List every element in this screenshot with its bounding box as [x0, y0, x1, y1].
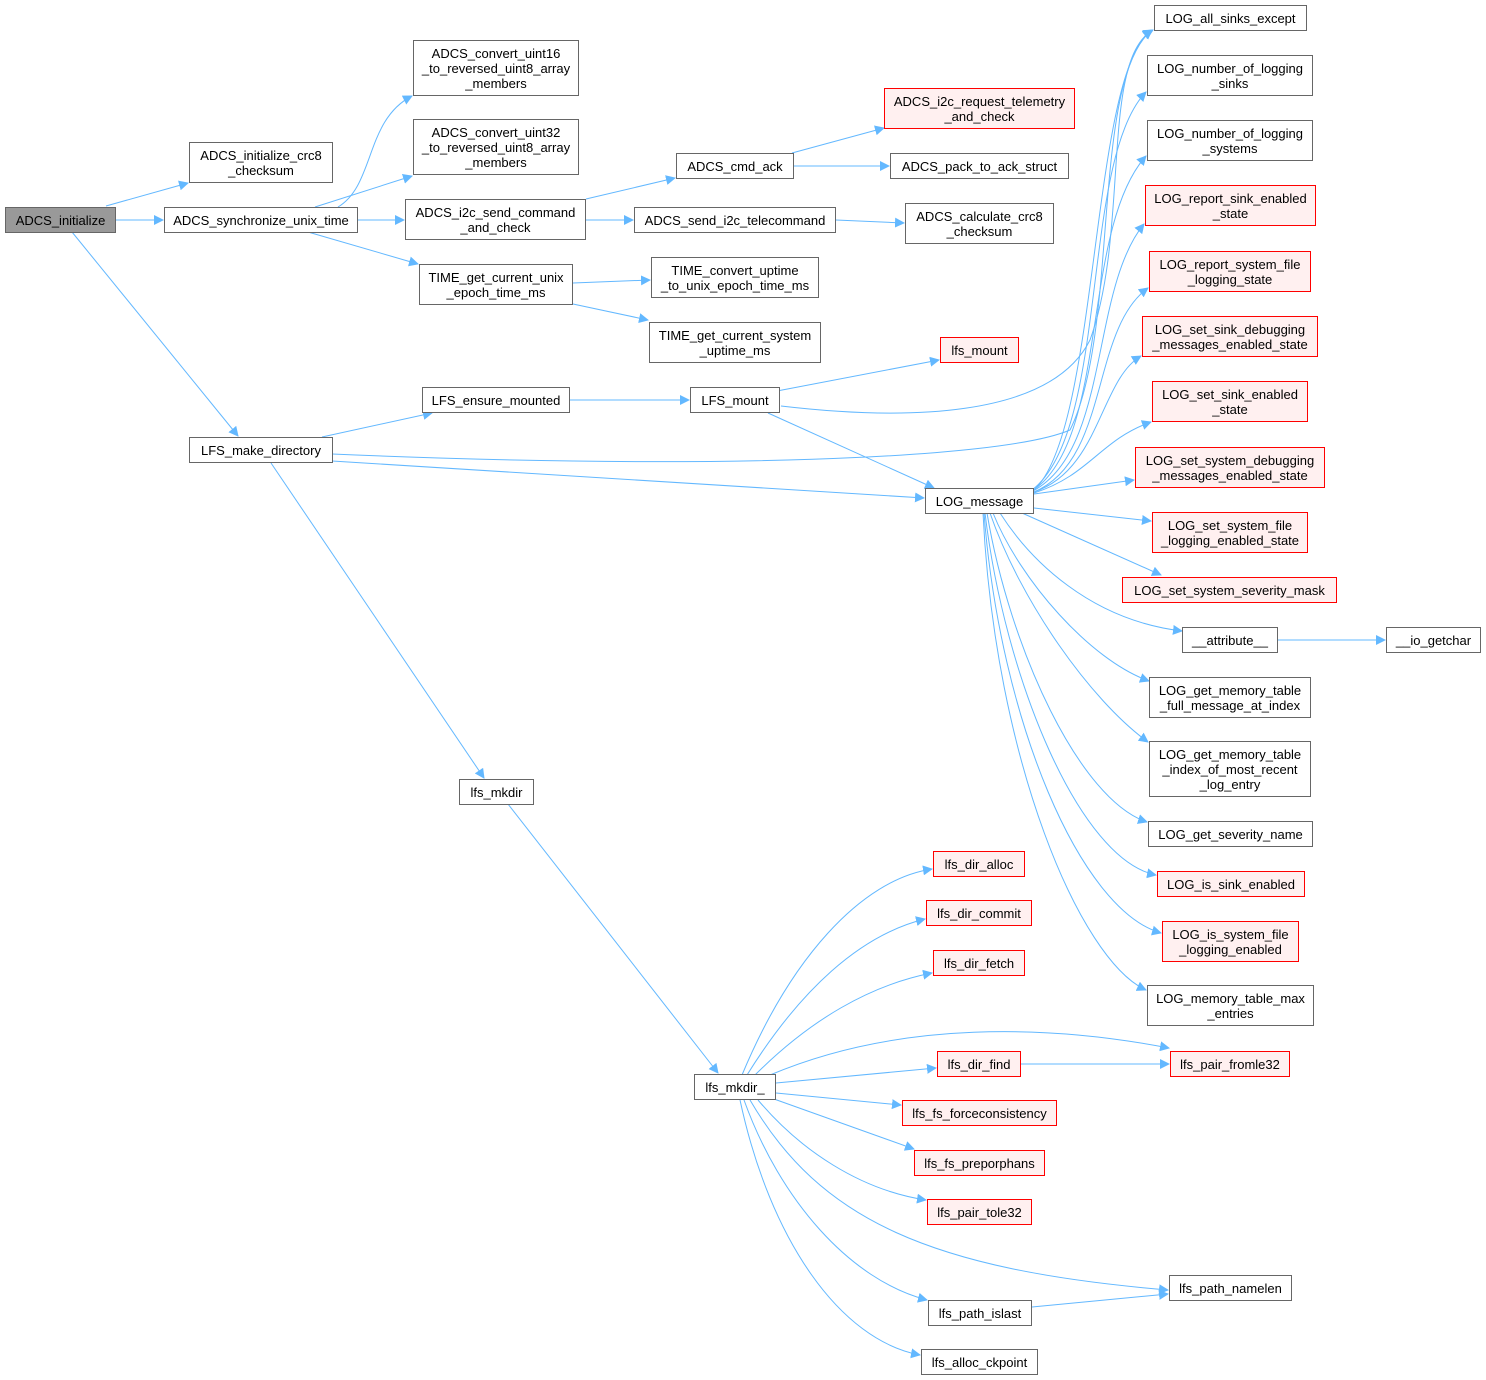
edge-log-setsinkenabled [1033, 420, 1152, 494]
node-adcs-calculate-crc8-checksum[interactable]: ADCS_calculate_crc8 _checksum [905, 203, 1054, 244]
node-lfs-mount-upper[interactable]: LFS_mount [690, 387, 780, 413]
node-lfs-path-namelen[interactable]: lfs_path_namelen [1169, 1275, 1292, 1301]
edge-mkdir-logmessage [331, 460, 925, 503]
edge-sendtele-crc8calc [835, 217, 905, 228]
node-log-get-memory-table-index[interactable]: LOG_get_memory_table _index_of_most_rece… [1149, 741, 1311, 797]
edge-log-attribute [999, 512, 1183, 635]
edge-mkdir_-dirfind [775, 1063, 937, 1084]
edge-sync-uint16 [337, 95, 413, 208]
node-lfs-fs-forceconsistency[interactable]: lfs_fs_forceconsistency [902, 1100, 1057, 1126]
node-io-getchar[interactable]: __io_getchar [1386, 627, 1481, 653]
node-log-is-sink-enabled[interactable]: LOG_is_sink_enabled [1157, 871, 1305, 897]
edge-mkdir_-dirfetch [754, 969, 933, 1076]
node-log-is-system-file-logging-enabled[interactable]: LOG_is_system_file _logging_enabled [1162, 921, 1299, 962]
edge-mkdir_-allocckpoint [739, 1099, 921, 1359]
edge-mkdir_-diralloc [741, 865, 933, 1076]
node-adcs-initialize-crc8-checksum[interactable]: ADCS_initialize_crc8 _checksum [189, 142, 333, 183]
edge-mkdir-ensure [321, 410, 433, 438]
node-log-memory-table-max-entries[interactable]: LOG_memory_table_max _entries [1147, 985, 1314, 1026]
node-log-number-of-logging-sinks[interactable]: LOG_number_of_logging _sinks [1147, 55, 1313, 96]
node-lfs-dir-commit[interactable]: lfs_dir_commit [926, 900, 1032, 926]
edge-log-nsinks [1031, 91, 1147, 491]
node-time-get-current-unix[interactable]: TIME_get_current_unix _epoch_time_ms [419, 264, 573, 305]
node-adcs-cmd-ack[interactable]: ADCS_cmd_ack [676, 153, 794, 179]
node-time-get-current-system[interactable]: TIME_get_current_system _uptime_ms [649, 322, 821, 363]
node-lfs-mount[interactable]: lfs_mount [940, 337, 1019, 363]
node-log-set-sink-enabled-state[interactable]: LOG_set_sink_enabled _state [1152, 381, 1308, 422]
edge-lfsmount-allsinks [780, 29, 1154, 414]
edge-pathislast-pathnamelen [1031, 1289, 1169, 1308]
edge-sync-uint32 [314, 173, 413, 208]
node-adcs-pack-to-ack-struct[interactable]: ADCS_pack_to_ack_struct [890, 153, 1069, 179]
edge-sync-timeunix [307, 231, 419, 267]
edge-mkdir_-fromle32 [769, 1031, 1170, 1076]
edge-lfsmount-mount [776, 356, 940, 392]
node-log-number-of-logging-systems[interactable]: LOG_number_of_logging _systems [1147, 120, 1313, 161]
edge-timeunix-system [572, 303, 649, 324]
edge-cmdack-telemetry [791, 125, 885, 154]
node-log-set-system-debugging[interactable]: LOG_set_system_debugging _messages_enabl… [1135, 447, 1325, 488]
edge-log-memoryindex [989, 512, 1149, 743]
node-adcs-initialize: ADCS_initialize [5, 207, 116, 233]
edge-mkdir_-pathnamelen [749, 1099, 1169, 1295]
edge-mkdir-lfsmkdir [270, 462, 485, 779]
edge-log-setsystemdbg [1033, 476, 1135, 495]
node-log-message[interactable]: LOG_message [925, 488, 1034, 514]
edge-initialize-crc8 [105, 180, 189, 207]
edge-mkdir_-preporphans [773, 1098, 915, 1151]
edge-mkdir-allsinks [331, 29, 1153, 463]
node-lfs-dir-alloc[interactable]: lfs_dir_alloc [933, 851, 1025, 877]
edge-log-reportsystem [1033, 287, 1149, 493]
edge-log-maxentries [982, 512, 1147, 991]
edge-mkdir_-tole32 [757, 1099, 927, 1204]
node-lfs-pair-fromle32[interactable]: lfs_pair_fromle32 [1170, 1051, 1290, 1077]
node-time-convert-uptime[interactable]: TIME_convert_uptime _to_unix_epoch_time_… [651, 257, 819, 298]
node-adcs-convert-uint16[interactable]: ADCS_convert_uint16 _to_reversed_uint8_a… [413, 40, 579, 96]
edge-mkdir_-pathislast [743, 1099, 928, 1303]
node-lfs-dir-fetch[interactable]: lfs_dir_fetch [933, 950, 1025, 976]
edge-timeunix-convert [572, 275, 651, 286]
node-attribute[interactable]: __attribute__ [1182, 627, 1278, 653]
edge-lfsmount-logmessage [767, 412, 935, 489]
node-adcs-i2c-request-telemetry[interactable]: ADCS_i2c_request_telemetry _and_check [884, 88, 1075, 129]
node-lfs-fs-preporphans[interactable]: lfs_fs_preporphans [914, 1150, 1045, 1176]
node-lfs-mkdir[interactable]: lfs_mkdir [459, 779, 534, 805]
edge-initialize-mkdir [71, 231, 239, 437]
node-log-get-severity-name[interactable]: LOG_get_severity_name [1148, 821, 1313, 847]
node-lfs-path-islast[interactable]: lfs_path_islast [928, 1300, 1032, 1326]
edge-log-severityname [986, 512, 1148, 824]
node-lfs-mkdir-underscore[interactable]: lfs_mkdir_ [694, 1074, 776, 1100]
edge-i2csend-cmdack [585, 175, 676, 200]
node-adcs-send-i2c-telecommand[interactable]: ADCS_send_i2c_telecommand [634, 207, 836, 233]
node-lfs-pair-tole32[interactable]: lfs_pair_tole32 [927, 1199, 1032, 1225]
node-log-report-sink-enabled-state[interactable]: LOG_report_sink_enabled _state [1145, 185, 1316, 226]
node-adcs-synchronize-unix-time[interactable]: ADCS_synchronize_unix_time [164, 207, 358, 233]
edge-log-severitymask [1021, 512, 1162, 576]
edge-mkdir_-forceconsistency [775, 1092, 902, 1110]
node-log-get-memory-table-full[interactable]: LOG_get_memory_table _full_message_at_in… [1149, 677, 1311, 718]
node-log-all-sinks-except[interactable]: LOG_all_sinks_except [1154, 5, 1307, 31]
node-lfs-dir-find[interactable]: lfs_dir_find [937, 1051, 1021, 1077]
edge-log-allsinks [1033, 29, 1153, 491]
node-lfs-alloc-ckpoint[interactable]: lfs_alloc_ckpoint [921, 1349, 1038, 1375]
edge-mkdir_-dircommit [746, 916, 926, 1076]
edge-log-issinkenabled [984, 512, 1157, 879]
edge-log-reportsink [1032, 223, 1145, 492]
edge-log-setsinkdbg [1033, 355, 1142, 493]
edge-log-nsystems [1031, 155, 1147, 492]
node-lfs-ensure-mounted[interactable]: LFS_ensure_mounted [422, 387, 570, 413]
node-log-set-system-severity-mask[interactable]: LOG_set_system_severity_mask [1122, 577, 1337, 603]
node-adcs-i2c-send-command[interactable]: ADCS_i2c_send_command _and_check [405, 199, 586, 240]
edge-log-memoryfull [992, 512, 1150, 683]
edge-log-issystemfile [983, 512, 1162, 936]
edge-log-setsystemfile [1033, 507, 1152, 525]
edge-lfsmkdir-mkdir_ [507, 803, 719, 1074]
node-adcs-convert-uint32[interactable]: ADCS_convert_uint32 _to_reversed_uint8_a… [413, 119, 579, 175]
node-log-set-system-file-logging[interactable]: LOG_set_system_file _logging_enabled_sta… [1152, 512, 1308, 553]
node-lfs-make-directory[interactable]: LFS_make_directory [189, 437, 333, 463]
node-log-report-system-file-logging-state[interactable]: LOG_report_system_file _logging_state [1149, 251, 1311, 292]
node-log-set-sink-debugging[interactable]: LOG_set_sink_debugging _messages_enabled… [1142, 316, 1318, 357]
